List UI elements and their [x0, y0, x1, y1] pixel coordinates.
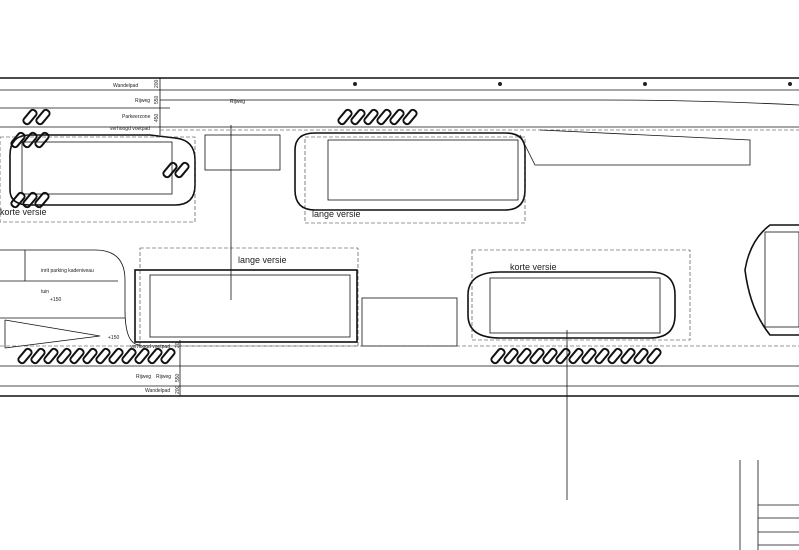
parking-space — [162, 161, 178, 179]
parking-space — [633, 347, 649, 365]
label-inrit: inrit parking kadeniveau — [41, 268, 94, 274]
label-level-1: +150 — [50, 297, 61, 303]
label-voetpad-bottom: verhoogd voetpad — [130, 344, 170, 350]
parking-space — [108, 347, 124, 365]
parking-space — [174, 161, 190, 179]
label-block-bottom-right: korte versie — [510, 262, 557, 272]
label-block-bottom-left: lange versie — [238, 255, 287, 265]
stair-top — [204, 134, 281, 171]
parking-space — [620, 347, 636, 365]
dim-top-2: 550 — [154, 95, 160, 104]
label-block-top-left: korte versie — [0, 207, 47, 217]
label-wandelpad-bottom: Wandelpad — [145, 388, 170, 394]
parking-space — [134, 347, 150, 365]
bottom-road-band: verhoogd voetpad Rijweg Rijweg Wandelpad… — [0, 340, 799, 397]
parking-space — [555, 347, 571, 365]
parking-space — [607, 347, 623, 365]
label-tuin: tuin — [41, 289, 49, 295]
parking-space — [82, 347, 98, 365]
label-rijweg-bottom-1: Rijweg — [136, 374, 151, 380]
title-block — [739, 460, 799, 550]
parking-space — [363, 108, 379, 126]
label-level-2: +150 — [108, 335, 119, 341]
stair-bottom — [361, 297, 458, 347]
block-top-left: korte versie — [0, 134, 196, 223]
parking-space — [160, 347, 176, 365]
parking-space — [95, 347, 111, 365]
parking-space — [402, 108, 418, 126]
top-road-band: Wandelpad Rijweg Rijweg Parkeerzone verh… — [0, 77, 799, 171]
parking-space — [35, 108, 51, 126]
parking-space — [516, 347, 532, 365]
parking-space — [490, 347, 506, 365]
parking-space — [350, 108, 366, 126]
label-rijweg-top-left: Rijweg — [135, 98, 150, 104]
label-rijweg-top-center: Rijweg — [230, 99, 245, 105]
parking-space — [22, 108, 38, 126]
parking-spaces — [10, 108, 662, 365]
parking-space — [529, 347, 545, 365]
dim-top-3: 450 — [154, 113, 160, 122]
parking-space — [581, 347, 597, 365]
label-wandelpad-top: Wandelpad — [113, 83, 138, 89]
parking-space — [594, 347, 610, 365]
block-right-partial — [744, 224, 799, 336]
parking-space — [376, 108, 392, 126]
left-zone: inrit parking kadeniveau tuin +150 +150 — [0, 249, 141, 349]
block-top-middle: lange versie — [294, 132, 526, 224]
parking-space — [568, 347, 584, 365]
label-block-top-middle: lange versie — [312, 209, 361, 219]
parking-space — [503, 347, 519, 365]
parking-space — [43, 347, 59, 365]
parking-space — [337, 108, 353, 126]
parking-space — [147, 347, 163, 365]
block-bottom-right: korte versie — [467, 249, 691, 341]
parking-space — [389, 108, 405, 126]
label-voetpad-top: verhoogd voetpad — [110, 126, 150, 132]
parking-space — [30, 347, 46, 365]
parking-space — [121, 347, 137, 365]
parking-space — [542, 347, 558, 365]
dim-bottom-2: 550 — [175, 373, 181, 382]
dim-bottom-1: 20 — [175, 342, 181, 348]
parking-space — [17, 347, 33, 365]
label-rijweg-bottom-2: Rijweg — [156, 374, 171, 380]
parking-space — [56, 347, 72, 365]
block-bottom-left: lange versie — [134, 247, 359, 347]
dim-top-1: 200 — [154, 79, 160, 88]
dim-bottom-3: 200 — [175, 385, 181, 394]
label-parkeerzone: Parkeerzone — [122, 114, 151, 120]
parking-space — [69, 347, 85, 365]
parking-space — [646, 347, 662, 365]
